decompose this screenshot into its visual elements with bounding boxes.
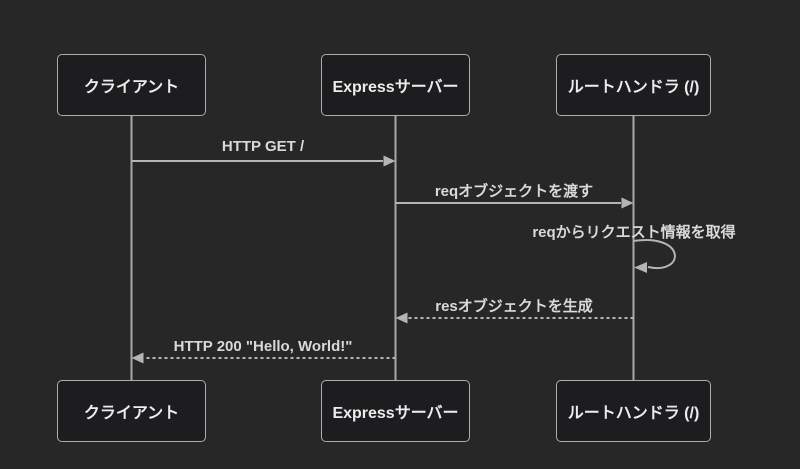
actor-route-top-label: ルートハンドラ (/) [567, 79, 700, 96]
arrow-http-get-head [383, 155, 396, 167]
self-loop-curve [633, 238, 676, 270]
actor-route-bottom-label: ルートハンドラ (/) [567, 405, 700, 422]
arrow-req-pass-head [621, 197, 634, 209]
arrow-res-create-head [395, 312, 408, 324]
message-label-req-pass: reqオブジェクトを渡す [434, 183, 594, 200]
actor-client-bottom: クライアント [57, 380, 206, 442]
arrow-http-200-head [131, 352, 144, 364]
message-label-req-extract: reqからリクエスト情報を取得 [532, 224, 736, 241]
message-label-http-200: HTTP 200 "Hello, World!" [173, 338, 353, 355]
actor-client-top-label: クライアント [83, 79, 180, 96]
actor-express-top-label: Expressサーバー [332, 79, 459, 96]
actor-client-top: クライアント [57, 54, 206, 116]
actor-route-bottom: ルートハンドラ (/) [556, 380, 711, 442]
message-label-res-create: resオブジェクトを生成 [435, 298, 593, 315]
actor-client-bottom-label: クライアント [83, 405, 180, 422]
actor-express-bottom: Expressサーバー [321, 380, 470, 442]
message-label-http-get: HTTP GET / [221, 138, 305, 155]
actor-express-bottom-label: Expressサーバー [332, 405, 459, 422]
actor-express-top: Expressサーバー [321, 54, 470, 116]
actor-route-top: ルートハンドラ (/) [556, 54, 711, 116]
self-loop-head [634, 262, 647, 273]
